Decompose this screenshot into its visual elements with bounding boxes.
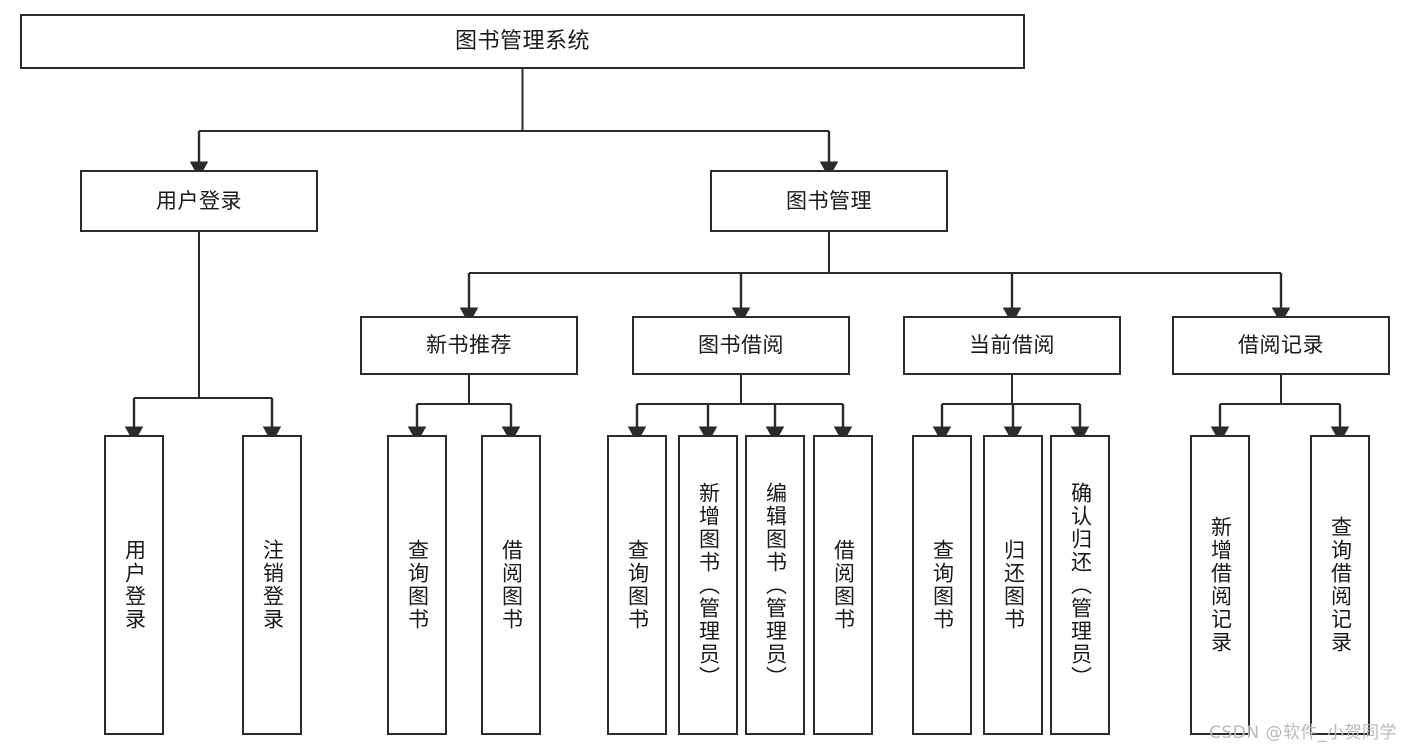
node-leaf-query-book-1[interactable]: 查询图书 bbox=[387, 435, 447, 735]
node-label-leaf-edit-book: 编辑图书（管理员） bbox=[763, 481, 788, 689]
node-label-leaf-query-book-1: 查询图书 bbox=[405, 539, 430, 631]
node-label-leaf-borrow-book-1: 借阅图书 bbox=[499, 539, 524, 631]
node-leaf-add-record[interactable]: 新增借阅记录 bbox=[1190, 435, 1250, 735]
node-label-leaf-add-record: 新增借阅记录 bbox=[1208, 516, 1233, 654]
node-new-book-rec[interactable]: 新书推荐 bbox=[360, 316, 578, 375]
node-label-user-login: 用户登录 bbox=[156, 188, 242, 213]
node-label-leaf-confirm-return: 确认归还（管理员） bbox=[1068, 481, 1093, 689]
node-leaf-edit-book[interactable]: 编辑图书（管理员） bbox=[745, 435, 805, 735]
node-label-leaf-user-login: 用户登录 bbox=[122, 539, 147, 631]
node-label-leaf-return-book: 归还图书 bbox=[1001, 539, 1026, 631]
node-label-borrow-record: 借阅记录 bbox=[1238, 333, 1324, 358]
node-label-leaf-query-book-2: 查询图书 bbox=[625, 539, 650, 631]
node-label-current-borrow: 当前借阅 bbox=[969, 333, 1055, 358]
node-label-leaf-logout: 注销登录 bbox=[260, 539, 285, 631]
node-leaf-user-login[interactable]: 用户登录 bbox=[104, 435, 164, 735]
node-label-book-borrow: 图书借阅 bbox=[698, 333, 784, 358]
node-label-leaf-query-record: 查询借阅记录 bbox=[1328, 516, 1353, 654]
node-leaf-query-book-3[interactable]: 查询图书 bbox=[912, 435, 972, 735]
node-leaf-confirm-return[interactable]: 确认归还（管理员） bbox=[1050, 435, 1110, 735]
node-user-login[interactable]: 用户登录 bbox=[80, 170, 318, 232]
node-leaf-query-book-2[interactable]: 查询图书 bbox=[607, 435, 667, 735]
node-label-new-book-rec: 新书推荐 bbox=[426, 333, 512, 358]
node-label-leaf-borrow-book-2: 借阅图书 bbox=[831, 539, 856, 631]
node-book-borrow[interactable]: 图书借阅 bbox=[632, 316, 850, 375]
node-root[interactable]: 图书管理系统 bbox=[20, 14, 1025, 69]
node-label-root: 图书管理系统 bbox=[454, 28, 590, 54]
node-current-borrow[interactable]: 当前借阅 bbox=[903, 316, 1121, 375]
node-leaf-logout[interactable]: 注销登录 bbox=[242, 435, 302, 735]
node-book-manage[interactable]: 图书管理 bbox=[710, 170, 948, 232]
node-label-book-manage: 图书管理 bbox=[786, 188, 872, 213]
node-leaf-query-record[interactable]: 查询借阅记录 bbox=[1310, 435, 1370, 735]
node-label-leaf-add-book: 新增图书（管理员） bbox=[696, 481, 721, 689]
node-leaf-borrow-book-1[interactable]: 借阅图书 bbox=[481, 435, 541, 735]
node-leaf-add-book[interactable]: 新增图书（管理员） bbox=[678, 435, 738, 735]
node-leaf-return-book[interactable]: 归还图书 bbox=[983, 435, 1043, 735]
node-borrow-record[interactable]: 借阅记录 bbox=[1172, 316, 1390, 375]
node-label-leaf-query-book-3: 查询图书 bbox=[930, 539, 955, 631]
node-leaf-borrow-book-2[interactable]: 借阅图书 bbox=[813, 435, 873, 735]
csdn-watermark: CSDN @软件_小贺同学 bbox=[1209, 723, 1397, 743]
